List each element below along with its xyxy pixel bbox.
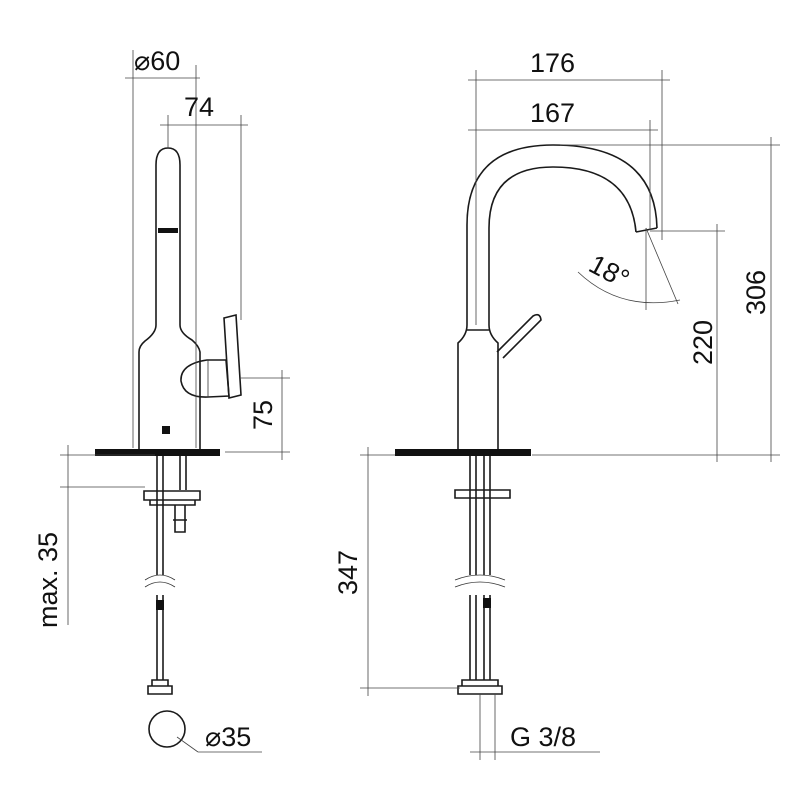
front-hose-fittings bbox=[457, 679, 503, 695]
side-nut bbox=[143, 490, 201, 506]
break-mark-side bbox=[144, 574, 176, 588]
gooseneck-outer bbox=[466, 144, 658, 325]
front-deck-plate bbox=[395, 449, 531, 456]
break-mark-front bbox=[454, 574, 506, 588]
dim-base-diameter: ⌀60 bbox=[134, 46, 180, 76]
side-hose-fitting bbox=[147, 679, 173, 695]
front-collar bbox=[457, 324, 499, 450]
side-handle-hub bbox=[180, 359, 230, 398]
side-fitting bbox=[173, 505, 187, 533]
front-lever bbox=[496, 313, 542, 359]
gooseneck-inner bbox=[488, 166, 637, 325]
dim-spout-reach: 167 bbox=[530, 98, 575, 128]
dim-handle-height: 75 bbox=[248, 400, 278, 430]
dim-angle-arc bbox=[577, 271, 681, 304]
dim-overall-reach: 176 bbox=[530, 48, 575, 78]
front-dimensions: 176 167 18° 220 306 347 G 3/8 bbox=[333, 48, 780, 760]
mounting-hole bbox=[148, 710, 186, 748]
side-deck-plate bbox=[95, 449, 220, 456]
front-view bbox=[395, 144, 658, 695]
dim-hole-diameter: ⌀35 bbox=[205, 722, 251, 752]
front-hose-clip bbox=[483, 598, 491, 608]
dim-spout-offset: 74 bbox=[184, 92, 214, 122]
dim-overall-height: 306 bbox=[741, 270, 771, 315]
dim-connection-thread: G 3/8 bbox=[510, 722, 576, 752]
side-dimensions: ⌀60 74 75 max. 35 ⌀35 bbox=[33, 46, 290, 753]
side-hose-clip bbox=[156, 600, 164, 610]
dim-hose-length: 347 bbox=[333, 550, 363, 595]
dim-hole-leader bbox=[176, 736, 199, 753]
dim-spout-angle: 18° bbox=[584, 249, 634, 295]
front-nut bbox=[454, 489, 511, 499]
dim-spout-height: 220 bbox=[688, 320, 718, 365]
aerator-mark bbox=[158, 228, 178, 233]
body-mark bbox=[162, 426, 170, 434]
side-view bbox=[95, 147, 242, 748]
side-spout-outline bbox=[138, 147, 201, 450]
dim-deck-thickness: max. 35 bbox=[33, 532, 63, 628]
side-handle bbox=[223, 313, 242, 400]
dim-angle-ray bbox=[645, 227, 679, 305]
